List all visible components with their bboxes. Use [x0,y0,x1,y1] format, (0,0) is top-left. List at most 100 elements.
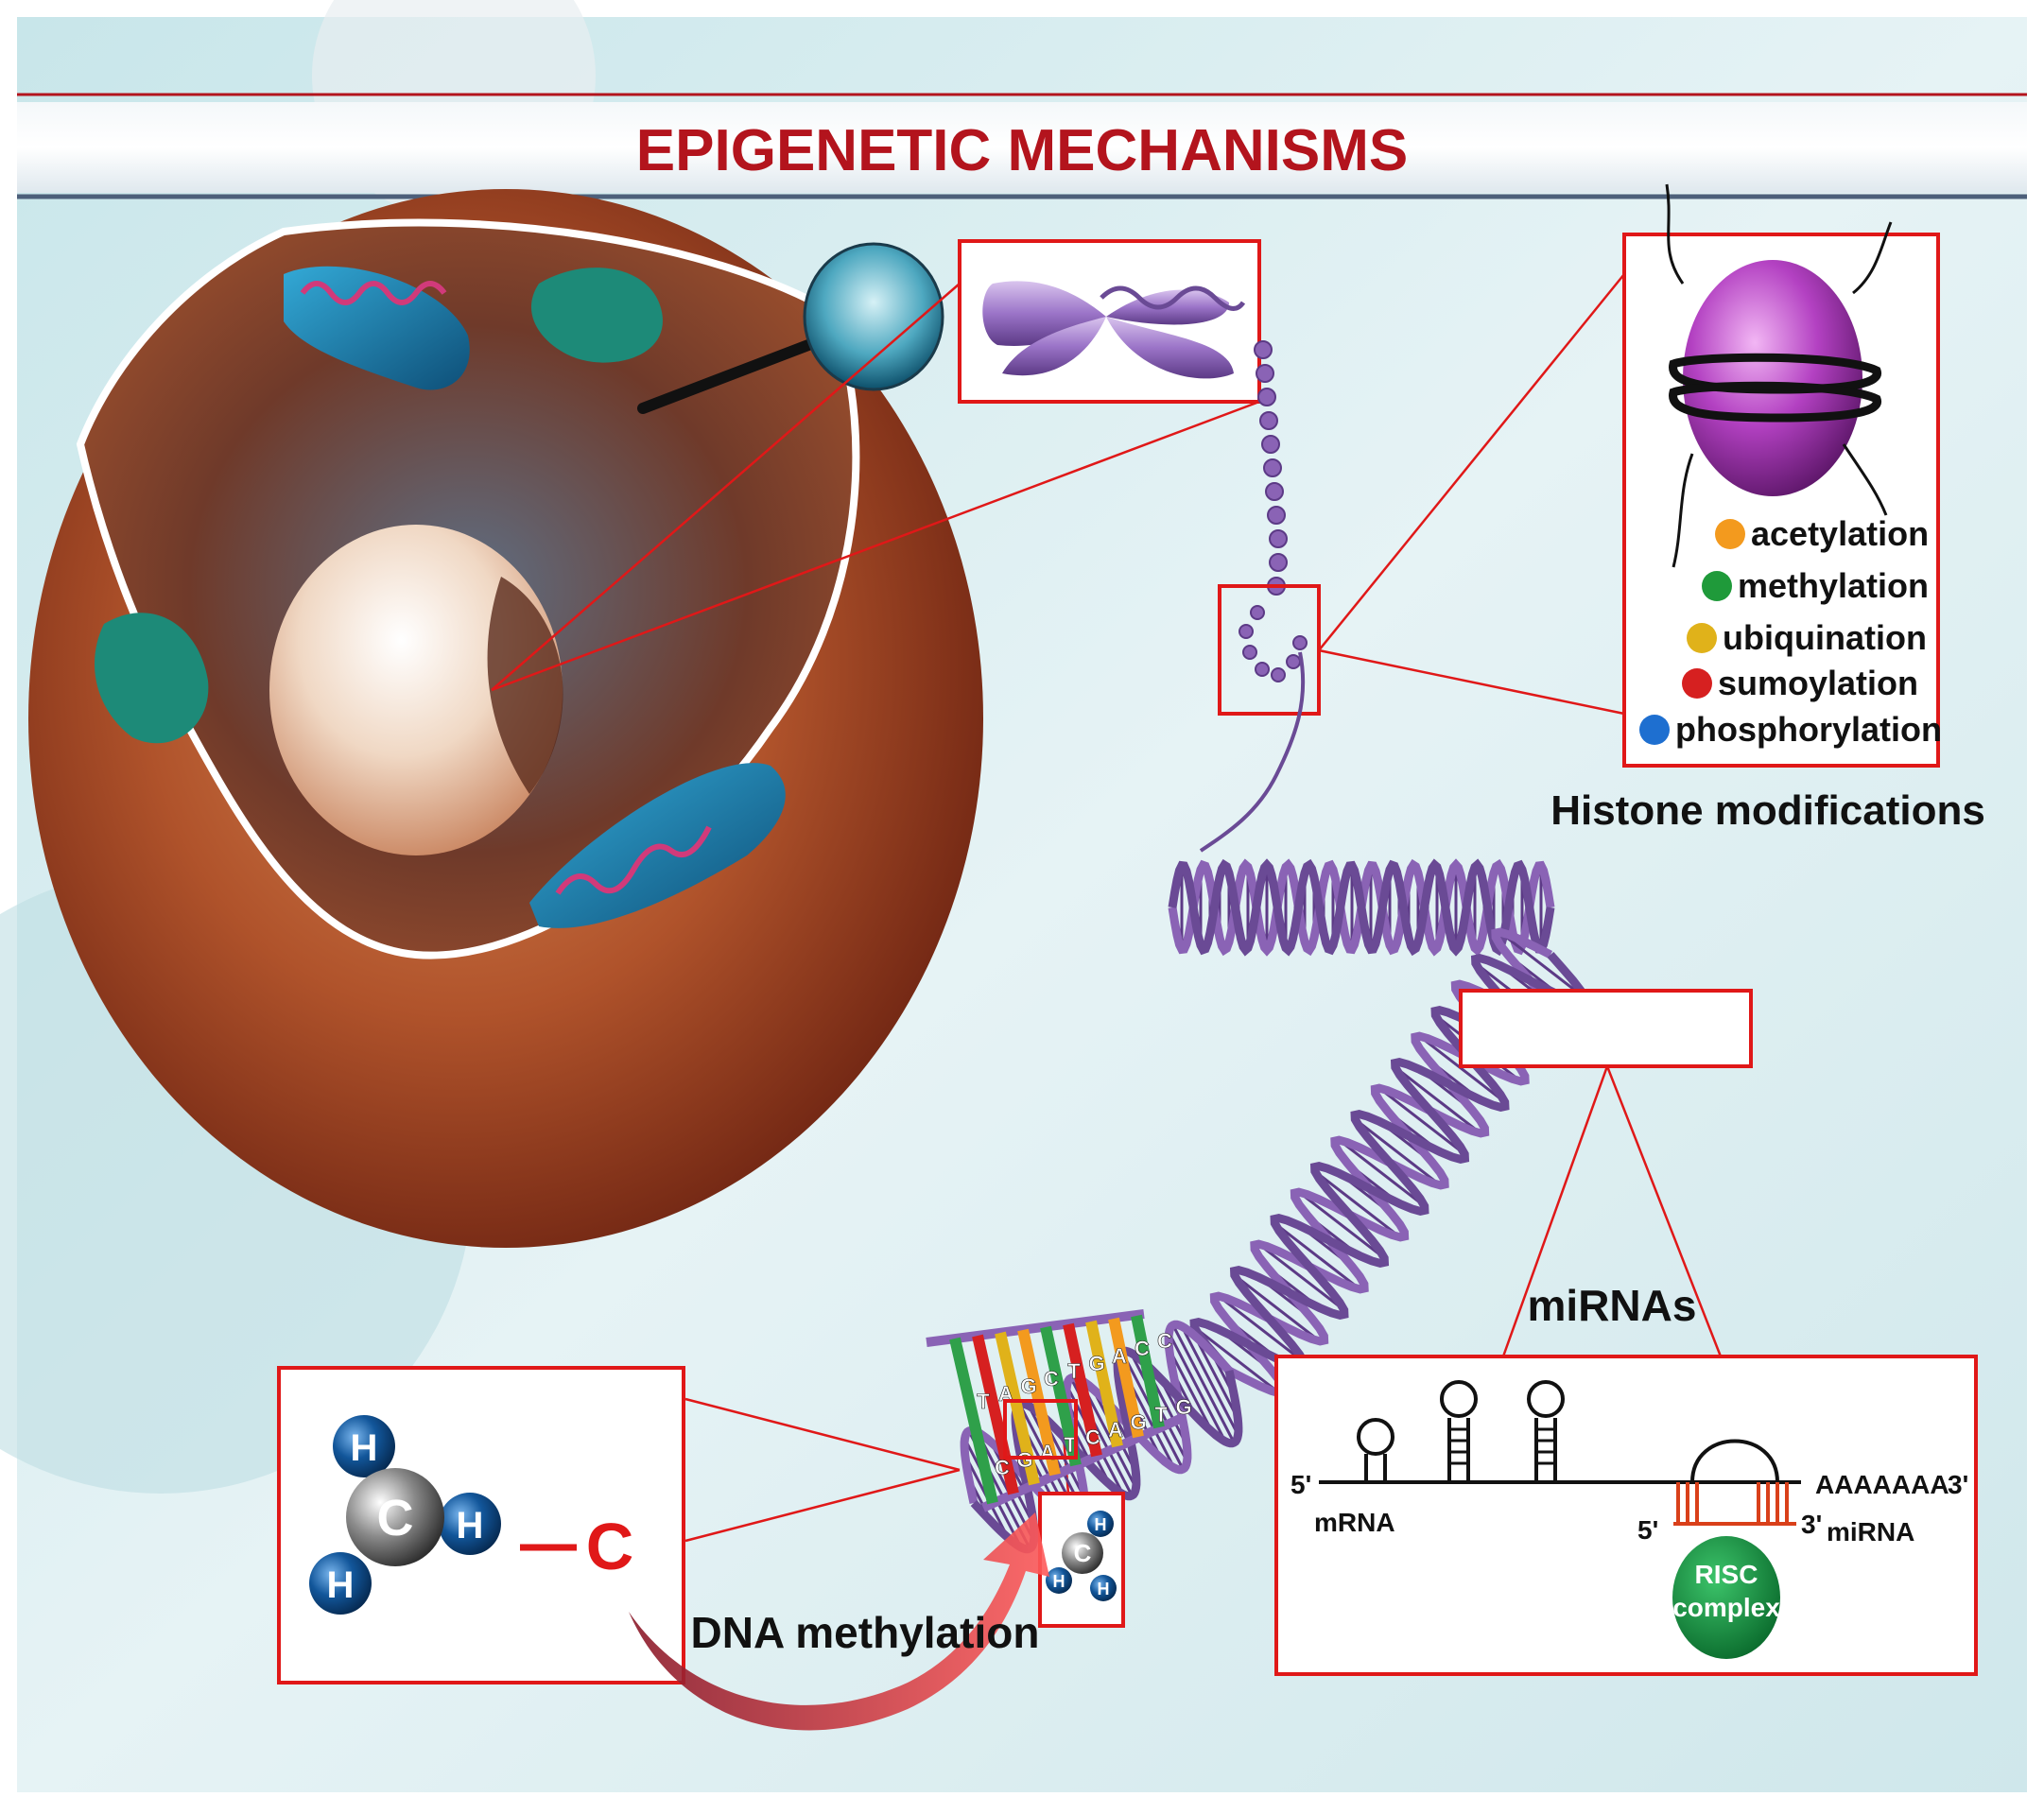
dna-base-letter: T [977,1390,990,1413]
mirna-caption: miRNAs [1528,1281,1697,1330]
dna-base-letter: G [1088,1352,1104,1375]
base-pair [949,1337,998,1505]
dna-backbone [1168,858,1555,957]
modification-dot [1702,571,1732,601]
base-pair [1131,1314,1165,1429]
hydrogen-label: H [457,1505,484,1546]
modification-label: phosphorylation [1675,710,1942,749]
dna-base-letter: T [1067,1359,1081,1383]
dna-base-letter: C [995,1456,1010,1479]
methyl-molecule: H H H C C [309,1415,633,1615]
dna-base-letter: A [1112,1344,1127,1368]
modification-dot [1715,519,1745,549]
dna-rung [1180,1325,1239,1436]
dna-rung [1168,1332,1227,1443]
mirna-5prime: 5' [1637,1515,1658,1545]
chromatin-fiber [1254,340,1288,596]
hydrogen-label: H [327,1564,355,1606]
dna-rung [1313,1169,1402,1239]
dna-rung [1354,1117,1442,1187]
hydrogen-label: H [351,1427,378,1469]
dna-rung [1233,1273,1322,1343]
dna-base-letter: G [1020,1374,1036,1398]
bonded-carbon-label: C [586,1510,634,1583]
dna-base-letter: T [1154,1403,1168,1426]
base-pair [1085,1320,1123,1448]
linker-dna [1199,651,1306,853]
histone-caption: Histone modifications [1550,787,1985,834]
methylation-arrow [629,1512,1049,1731]
dna-base-letter: C [1135,1337,1150,1360]
carbon-label: C [1074,1539,1092,1567]
base-pair [1108,1317,1144,1439]
modification-dot [1639,715,1670,745]
nucleus-cut [487,577,563,794]
base-pair [972,1334,1019,1495]
dna-rung [1498,930,1586,1000]
dna-rung [1217,1294,1306,1364]
modification-dot [1687,623,1717,653]
dna-rung [1377,1086,1466,1156]
mrna-3prime: 3' [1948,1470,1968,1499]
modification-dot [1682,668,1712,699]
dna-rung [1171,1324,1236,1443]
hydrogen-atom [309,1552,372,1615]
mirna-strand [1673,1482,1796,1526]
dna-backbone [926,1309,1145,1347]
modification-label: acetylation [1751,514,1929,553]
dna-rung [1394,1065,1482,1135]
methylation-caption: DNA methylation [691,1608,1040,1657]
hydrogen-label: H [1053,1572,1065,1591]
base-pair [1063,1322,1102,1458]
modification-label: sumoylation [1718,664,1918,702]
methylation-site-box [1003,1399,1078,1460]
dna-backbone [970,1346,1243,1554]
dna-base-letter: G [1130,1410,1146,1434]
risc-label-line2: complex [1672,1593,1780,1622]
dna-rung [1193,1325,1281,1395]
dna-rung [1168,1348,1214,1433]
mrna-label: mRNA [1314,1508,1395,1537]
dna-rung [1418,1034,1506,1104]
dna-rung [1297,1190,1386,1260]
chromosome [982,281,1246,379]
modification-label: ubiquination [1723,618,1927,657]
dna-base-letter: C [1085,1425,1100,1449]
mirna-3prime: 3' [1801,1510,1822,1539]
organelle-green [530,268,663,363]
title-banner: EPIGENETIC MECHANISMS [17,93,2027,199]
histone-modification-legend: acetylation methylation ubiquination sumoyl… [1639,514,1942,749]
risc-label-line1: RISC [1695,1560,1758,1589]
carbon-atom [346,1468,444,1566]
mirna-box [1274,1355,1978,1676]
dna-base-letter: G [1016,1448,1032,1472]
nucleosome-beads [1239,605,1308,682]
dna-rung [1338,1138,1426,1208]
hydrogen-atom [439,1493,501,1555]
magnifier-icon [637,242,944,414]
dna-rung [1273,1221,1361,1291]
mitochondrion [529,763,786,928]
hydrogen-atom [333,1415,395,1477]
dna-base-letter: C [1157,1329,1172,1353]
dna-base-letter: G [1175,1395,1191,1419]
dna-base-letter: A [1040,1441,1055,1464]
organelle-green [95,613,209,744]
dna-base-letter: T [1064,1433,1077,1457]
mrna-5prime: 5' [1290,1470,1311,1499]
poly-a-tail: AAAAAAA [1815,1470,1949,1499]
hydrogen-label: H [1095,1515,1107,1534]
dna-rung [1257,1242,1345,1312]
risc-complex: RISC complex [1672,1536,1780,1659]
modification-label: methylation [1738,566,1929,605]
dna-base-letter: C [1044,1367,1059,1391]
stem-rungs [1449,1427,1555,1465]
mitochondrion [284,266,470,390]
nucleosome-box [1218,584,1321,716]
carbon-label: C [377,1490,414,1546]
page-title: EPIGENETIC MECHANISMS [636,118,1408,183]
mirna-label: miRNA [1827,1517,1914,1546]
nucleus [269,525,563,855]
